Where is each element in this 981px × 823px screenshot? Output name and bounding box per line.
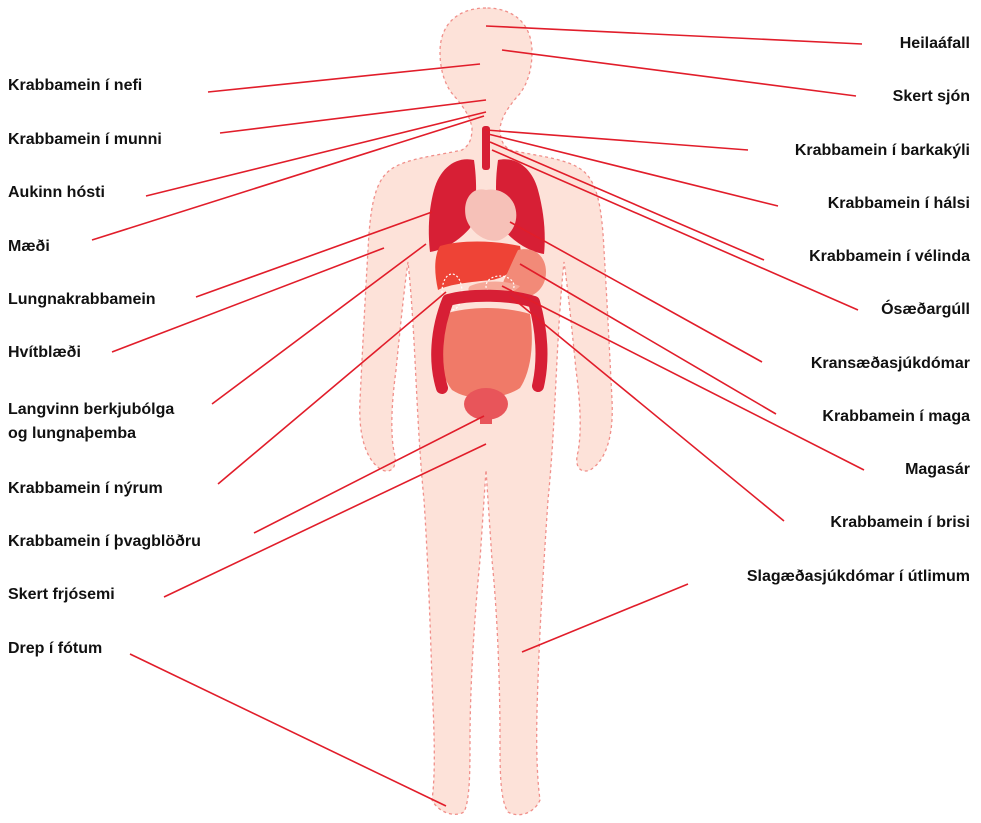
label-breathlessness: Mæði [8,236,50,258]
label-gangrene: Drep í fótum [8,638,102,660]
leader-line-larynx-cancer [486,130,748,150]
label-larynx-cancer: Krabbamein í barkakýli [795,140,970,162]
leader-line-peripheral-vascular [522,584,688,652]
leader-line-ulcer [502,286,864,470]
label-pancreas-cancer: Krabbamein í brisi [830,512,970,534]
label-cough: Aukinn hósti [8,182,105,204]
label-mouth-cancer: Krabbamein í munni [8,129,162,151]
label-bladder-cancer: Krabbamein í þvagblöðru [8,531,201,553]
label-stomach-cancer: Krabbamein í maga [822,406,970,428]
label-vision: Skert sjón [893,86,970,108]
bladder [464,388,508,420]
label-lung-cancer: Lungnakrabbamein [8,289,156,311]
label-coronary: Kransæðasjúkdómar [811,353,970,375]
leader-line-nose-cancer [208,64,480,92]
small-intestine [439,308,532,398]
trachea [482,126,490,170]
label-aneurysm: Ósæðargúll [881,299,970,321]
label-kidney-cancer: Krabbamein í nýrum [8,478,163,500]
label-peripheral-vascular: Slagæðasjúkdómar í útlimum [747,566,970,588]
leader-line-kidney-cancer [218,292,446,484]
label-copd-line1: Langvinn berkjubólga [8,399,174,421]
label-copd-line2: og lungnaþemba [8,423,136,445]
leader-line-stroke [486,26,862,44]
label-stroke: Heilaáfall [900,33,970,55]
label-throat-cancer: Krabbamein í hálsi [828,193,970,215]
leader-line-gangrene [130,654,446,806]
label-ulcer: Magasár [905,459,970,481]
label-infertility: Skert frjósemi [8,584,115,606]
label-esophagus-cancer: Krabbamein í vélinda [809,246,970,268]
leader-line-vision [502,50,856,96]
label-leukemia: Hvítblæði [8,342,81,364]
label-nose-cancer: Krabbamein í nefi [8,75,142,97]
